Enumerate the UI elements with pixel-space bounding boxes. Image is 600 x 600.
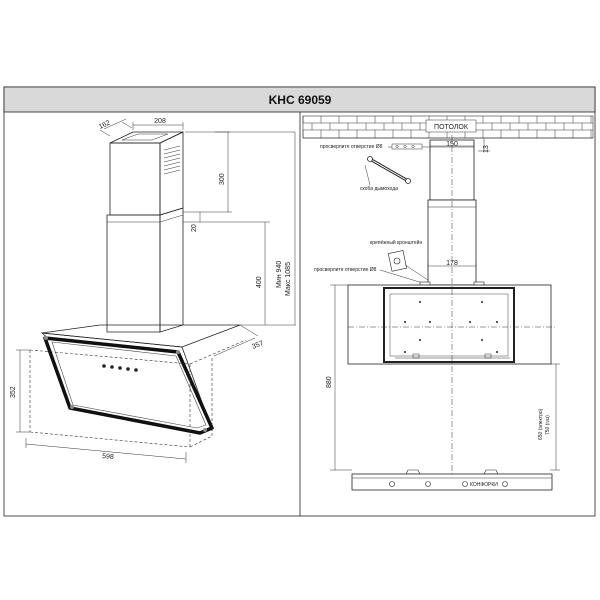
cooktop: КОНФОРКИ <box>351 469 553 491</box>
mount-bracket-note: крепёжный кронштейн <box>370 239 429 281</box>
dim-352: 352 <box>10 386 17 398</box>
control-buttons <box>102 364 138 372</box>
burners-label: КОНФОРКИ <box>470 482 498 488</box>
bracket-note: скоба дымохода <box>360 186 398 192</box>
center-axes <box>348 135 556 490</box>
hood-side <box>347 281 552 365</box>
dim-hood-width: 598 <box>25 438 187 463</box>
left-isometric-view: 162 208 300 20 400 Мин 940 Макс 1085 <box>10 118 296 463</box>
ceiling-bricks: ПОТОЛОК <box>302 115 594 139</box>
drill-note-mid: просверлите отверстие Ø8 <box>314 267 427 285</box>
dim-150: 150 <box>446 141 458 148</box>
dim-598: 598 <box>102 453 114 461</box>
dim-750: 750 (газ) <box>545 415 551 435</box>
ceiling-label: ПОТОЛОК <box>434 124 469 131</box>
chimney-lower <box>106 207 184 333</box>
dim-13: 13 <box>483 145 490 153</box>
dim-162: 162 <box>98 119 112 130</box>
title-bar <box>3 86 596 113</box>
dim-880: 880 <box>326 376 333 388</box>
dim-300: 300 <box>219 173 226 185</box>
dim-hood-height: 352 <box>10 349 30 433</box>
dim-20: 20 <box>191 224 198 232</box>
dim-max-1085: Макс 1085 <box>285 262 292 296</box>
dim-357: 357 <box>251 340 265 351</box>
drill-label-top: просверлите отверстие Ø8 <box>320 144 383 150</box>
dim-top-right: 150 13 <box>429 138 490 153</box>
dim-verticals: 300 20 400 Мин 940 Макс 1085 <box>183 131 296 326</box>
model-title: KHC 69059 <box>269 93 332 107</box>
drill-label-mid: просверлите отверстие Ø8 <box>314 267 377 273</box>
mount-note: крепёжный кронштейн <box>370 239 422 246</box>
right-side-view: ПОТОЛОК 150 13 просверлите отверстие Ø8 <box>302 115 594 491</box>
hood-bounding-box <box>29 339 247 448</box>
dim-chimney-top: 162 208 <box>98 118 184 137</box>
drill-note-top: просверлите отверстие Ø8 <box>320 143 430 150</box>
dim-hood-depth: 357 <box>213 324 265 357</box>
dim-min-940: Мин 940 <box>276 261 283 288</box>
dim-heights-right: 880 650 (электро) 750 (газ) <box>326 284 560 471</box>
chimney-bracket-illustration: скоба дымохода <box>360 156 411 192</box>
dim-208: 208 <box>154 118 166 125</box>
dim-400: 400 <box>256 276 263 288</box>
dim-650: 650 (электро) <box>538 408 544 440</box>
dim-178: 178 <box>446 260 458 267</box>
dim-mid-right: 178 <box>427 260 477 270</box>
